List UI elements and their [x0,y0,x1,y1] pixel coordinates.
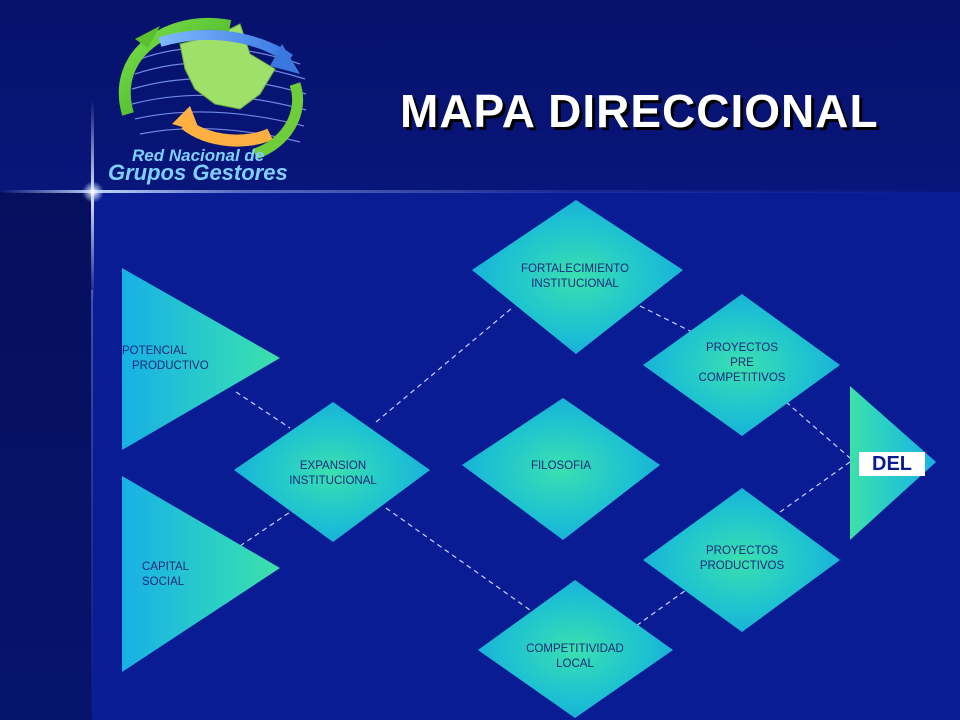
node-proyectos-pre-competitivos-label: PROYECTOS PRE COMPETITIVOS [667,341,817,386]
node-potencial-productivo-line2: PRODUCTIVO [132,360,209,372]
node-potencial-productivo-shape [122,268,280,450]
node-fortalecimiento-institucional-shape [472,200,683,354]
logo-text-line2: Grupos Gestores [108,160,288,185]
node-proyectos-productivos-label: PROYECTOS PRODUCTIVOS [667,544,817,574]
node-filosofia-line1: FILOSOFIA [530,460,592,472]
connector-pre-del [785,401,851,459]
connector-expansion-fortalecimiento [375,307,513,423]
light-beam-vertical-lower [91,290,93,720]
node-filosofia-label: FILOSOFIA [486,459,636,474]
node-competitividad-local-line2: LOCAL [556,658,594,670]
node-fortalecimiento-institucional-line2: INSTITUCIONAL [531,278,619,290]
node-potencial-productivo-line1: POTENCIAL [122,345,188,357]
node-proyectos-pre-competitivos-line1: PROYECTOS [706,342,778,354]
node-proyectos-pre-competitivos-line3: COMPETITIVOS [698,372,786,384]
network-logo [118,17,307,160]
node-expansion-institucional-line1: EXPANSION [299,460,367,472]
map-shape [179,23,276,110]
node-competitividad-local-label: COMPETITIVIDAD LOCAL [500,642,650,672]
connector-capital-expansion [239,511,291,547]
node-capital-social-line1: CAPITAL [142,561,190,573]
node-expansion-institucional-line2: INSTITUCIONAL [289,475,377,487]
slide-title: MAPA DIRECCIONAL [400,85,879,137]
node-expansion-institucional-shape [234,402,430,542]
node-proyectos-productivos-shape [643,488,840,632]
node-competitividad-local-shape [478,580,673,718]
left-band [0,192,92,720]
connector-productivos-del [779,461,851,513]
node-expansion-institucional-label: EXPANSION INSTITUCIONAL [258,459,408,489]
node-competitividad-local-line1: COMPETITIVIDAD [526,643,624,655]
node-fortalecimiento-institucional-label: FORTALECIMIENTO INSTITUCIONAL [500,262,650,292]
connector-expansion-competitividad [385,507,531,611]
logo-text-line1: Red Nacional de [132,146,265,165]
node-filosofia-shape [462,398,660,540]
node-potencial-productivo-label: POTENCIAL PRODUCTIVO [122,344,209,374]
node-proyectos-productivos-line2: PRODUCTIVOS [699,560,785,572]
node-proyectos-pre-competitivos-line2: PRE [730,357,754,369]
connector-potencial-expansion [235,391,291,429]
node-del-label: DEL [859,452,925,476]
node-proyectos-productivos-line1: PROYECTOS [706,545,778,557]
connector-lines [235,305,851,637]
light-flare [82,181,104,203]
node-capital-social-line2: SOCIAL [142,576,185,588]
light-beam-horizontal [0,190,960,193]
connector-fortalecimiento-pre [639,305,693,333]
connector-competitividad-productivos [621,579,701,637]
node-capital-social-label: CAPITAL SOCIAL [142,560,189,590]
node-capital-social-shape [122,476,280,672]
node-fortalecimiento-institucional-line1: FORTALECIMIENTO [521,263,629,275]
node-proyectos-pre-competitivos-shape [643,294,840,436]
